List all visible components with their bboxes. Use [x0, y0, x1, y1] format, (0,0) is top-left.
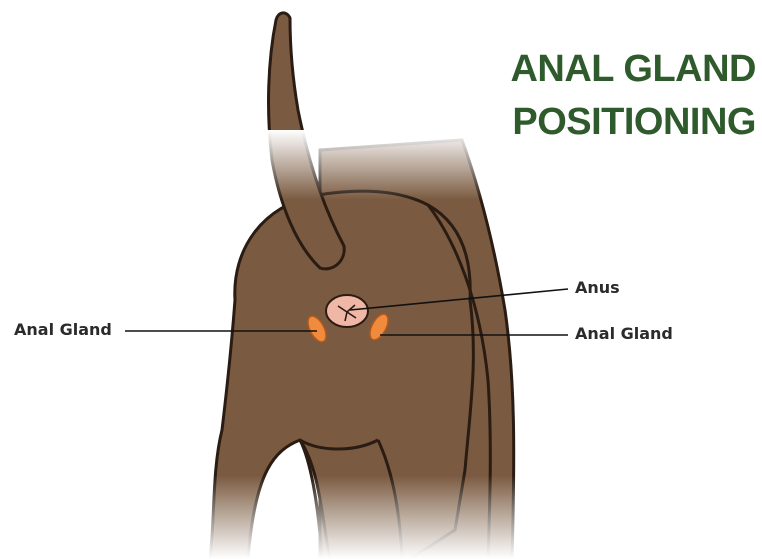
left-anal-gland-label: Anal Gland — [14, 322, 112, 338]
title-line-1: ANAL GLAND — [510, 50, 756, 88]
bottom-fade — [180, 475, 540, 559]
anus-label: Anus — [575, 280, 620, 296]
right-anal-gland-label: Anal Gland — [575, 326, 673, 342]
title-line-2: POSITIONING — [512, 103, 756, 141]
top-fade — [250, 130, 550, 200]
